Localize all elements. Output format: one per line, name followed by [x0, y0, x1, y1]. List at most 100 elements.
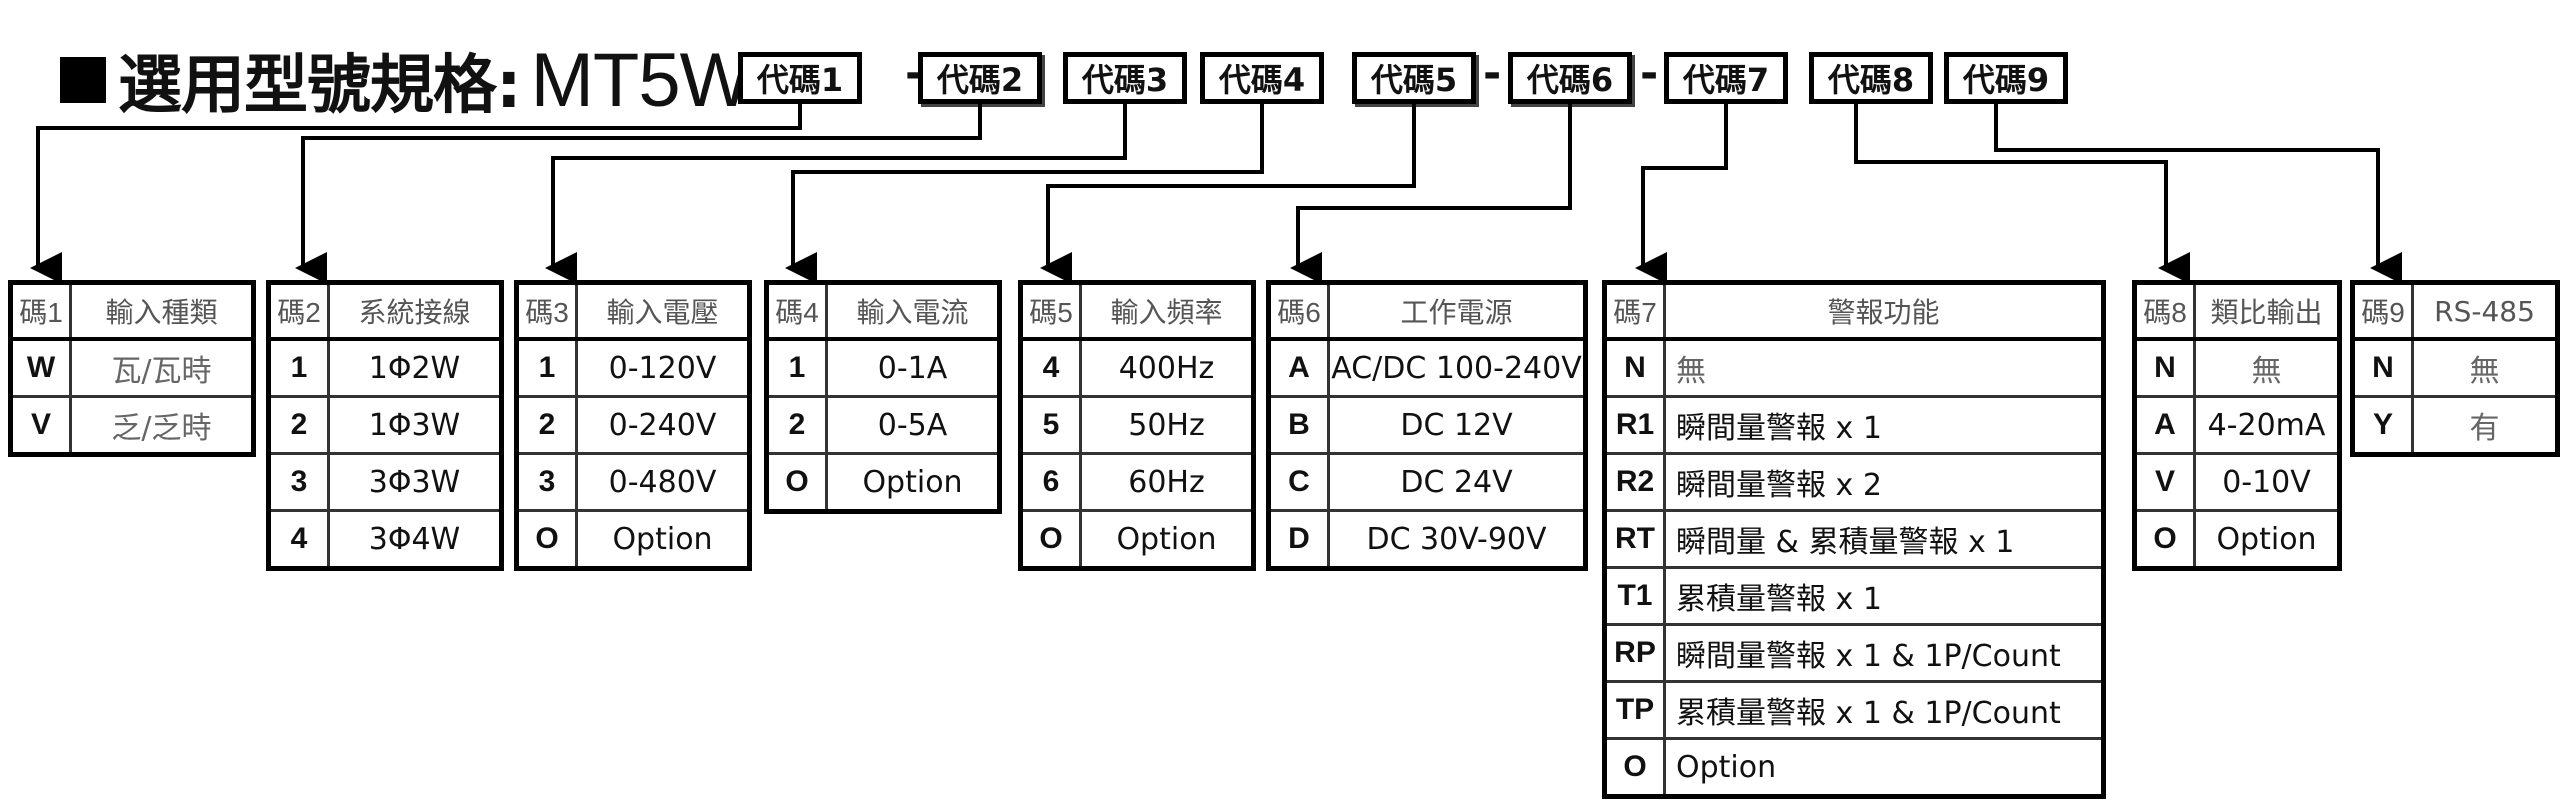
square-bullet-icon [60, 57, 106, 103]
separator: - [1483, 48, 1502, 99]
table-header-name: 輸入種類 [105, 296, 218, 329]
table-header-code: 碼3 [519, 285, 578, 337]
option-code: 2 [769, 398, 828, 452]
table-header-code: 碼7 [1607, 285, 1666, 337]
connector-3 [545, 104, 1127, 284]
option-code: O [1607, 740, 1666, 794]
option-code: R1 [1607, 398, 1666, 452]
option-code: 4 [1023, 341, 1082, 395]
option-desc: 0-5A [877, 407, 948, 443]
option-code: O [2137, 512, 2196, 566]
code-box-7: 代碼7 [1664, 52, 1788, 104]
table-header-name: 輸入電流 [856, 296, 969, 329]
code-box-2: 代碼2 [918, 52, 1042, 104]
code-box-9: 代碼9 [1944, 52, 2068, 104]
option-desc: Option [612, 521, 713, 557]
option-desc: 瞬間量警報 x 2 [1676, 468, 1882, 503]
code-box-5: 代碼5 [1352, 52, 1476, 104]
option-desc: DC 12V [1400, 407, 1513, 443]
table-header-name: 系統接線 [358, 296, 471, 329]
option-desc: 0-120V [608, 350, 717, 386]
connector-1 [30, 104, 802, 284]
table-header-code: 碼4 [769, 285, 828, 337]
option-code: A [1271, 341, 1330, 395]
option-code: 1 [519, 341, 578, 395]
table-header-code: 碼9 [2355, 285, 2414, 337]
option-code: O [1023, 512, 1082, 566]
option-code: N [2355, 341, 2414, 395]
option-desc: Option [2216, 521, 2317, 557]
option-desc: 0-240V [608, 407, 717, 443]
option-desc: 累積量警報 x 1 [1676, 582, 1882, 617]
option-code: 3 [519, 455, 578, 509]
table-header-name: 工作電源 [1400, 296, 1513, 329]
table-header-name: 警報功能 [1827, 296, 1940, 329]
option-code: O [769, 455, 828, 509]
option-desc: 瞬間量警報 x 1 [1676, 411, 1882, 446]
spec-title: 選用型號規格: MT5W [60, 35, 751, 125]
option-code: T1 [1607, 569, 1666, 623]
option-desc: AC/DC 100-240V [1331, 350, 1582, 386]
option-code: 1 [769, 341, 828, 395]
option-code: Y [2355, 398, 2414, 452]
connector-6 [1290, 104, 1572, 284]
option-desc: 1Φ3W [368, 407, 461, 443]
option-code: RT [1607, 512, 1666, 566]
option-code: 2 [519, 398, 578, 452]
option-desc: DC 30V-90V [1366, 521, 1547, 557]
option-code: B [1271, 398, 1330, 452]
table-header-name: RS-485 [2434, 294, 2535, 328]
option-code: C [1271, 455, 1330, 509]
option-code: R2 [1607, 455, 1666, 509]
option-desc: 3Φ4W [368, 521, 461, 557]
option-desc: 3Φ3W [368, 464, 461, 500]
option-desc: 0-480V [608, 464, 717, 500]
option-desc: 瞬間量 & 累積量警報 x 1 [1676, 525, 2015, 560]
option-desc: 60Hz [1128, 464, 1205, 500]
option-desc: 50Hz [1128, 407, 1205, 443]
connector-9 [1994, 104, 2402, 284]
table-header-name: 類比輸出 [2210, 296, 2323, 329]
title-label: 選用型號規格: [118, 49, 522, 123]
option-desc: Option [1116, 521, 1217, 557]
option-code: 4 [271, 512, 330, 566]
option-desc: 有 [2469, 411, 2500, 446]
option-code: 5 [1023, 398, 1082, 452]
code-box-1: 代碼1 [738, 52, 862, 104]
option-desc: 瞬間量警報 x 1 & 1P/Count [1676, 639, 2061, 674]
option-code: 1 [271, 341, 330, 395]
option-code: RP [1607, 626, 1666, 680]
option-desc: 無 [2469, 354, 2500, 389]
connector-2 [295, 104, 982, 284]
option-desc: 瓦/瓦時 [111, 354, 212, 389]
option-code: A [2137, 398, 2196, 452]
code-box-4: 代碼4 [1200, 52, 1324, 104]
option-desc: DC 24V [1400, 464, 1513, 500]
option-desc: Option [862, 464, 963, 500]
option-desc: 0-10V [2222, 464, 2311, 500]
code-box-3: 代碼3 [1063, 52, 1187, 104]
table-code-9: 碼9 RS-485 N 無 Y 有 [2350, 280, 2560, 457]
option-desc: Option [1676, 749, 1777, 785]
table-header-code: 碼2 [271, 285, 330, 337]
option-code: N [2137, 341, 2196, 395]
option-code: V [13, 398, 72, 452]
option-desc: 乏/乏時 [111, 411, 212, 446]
option-desc: 累積量警報 x 1 & 1P/Count [1676, 696, 2061, 731]
option-code: 6 [1023, 455, 1082, 509]
option-code: V [2137, 455, 2196, 509]
option-desc: 1Φ2W [368, 350, 461, 386]
option-desc: 無 [2251, 354, 2282, 389]
separator: - [1640, 48, 1659, 99]
option-code: D [1271, 512, 1330, 566]
option-code: O [519, 512, 578, 566]
connector-8 [1854, 104, 2190, 284]
table-header-name: 輸入頻率 [1110, 296, 1223, 329]
option-code: TP [1607, 683, 1666, 737]
